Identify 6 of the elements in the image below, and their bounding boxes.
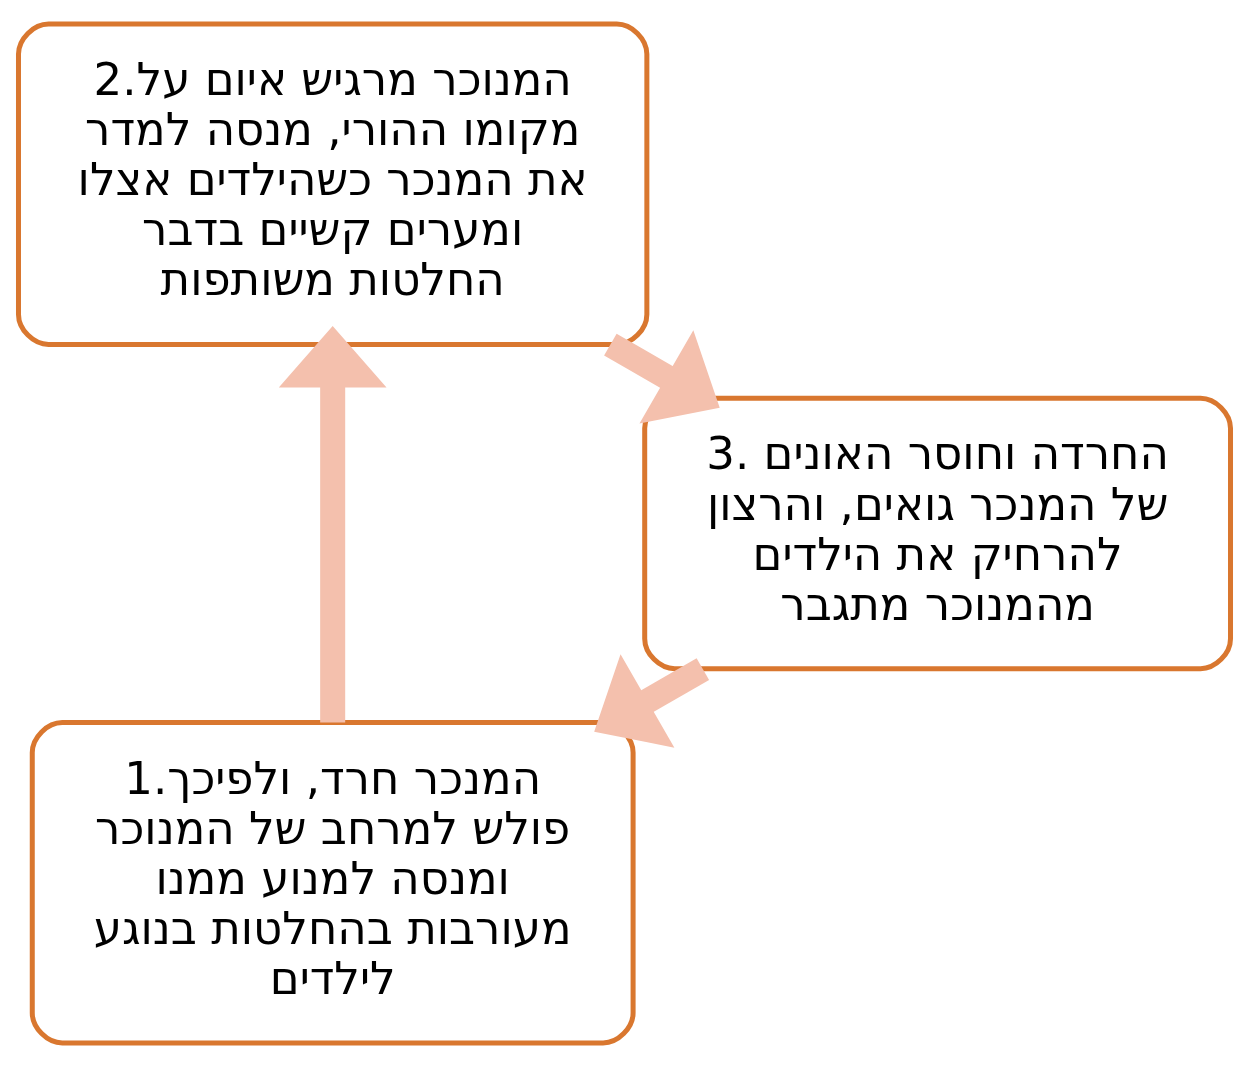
node-box: 1.המנכר חרד, ולפיכך פולש למרחב של המנוכר ומנסה למנוע ממנו מעורבות בהחלטות בנוגע לילדים — [29, 719, 636, 1045]
node-box: 2.המנוכר מרגיש איום על מקומו ההורי, מנסה למדר את המנכר כשהילדים אצלו ומערים קשיים בדבר החלטות משותפות — [16, 21, 650, 347]
arrow — [604, 329, 720, 424]
arrow — [278, 325, 387, 722]
arrow — [594, 653, 710, 748]
node-box: 3. החרדה וחוסר האונים של המנכר גואים, והרצון להרחיק את הילדים מהמנוכר מתגבר — [642, 395, 1233, 671]
